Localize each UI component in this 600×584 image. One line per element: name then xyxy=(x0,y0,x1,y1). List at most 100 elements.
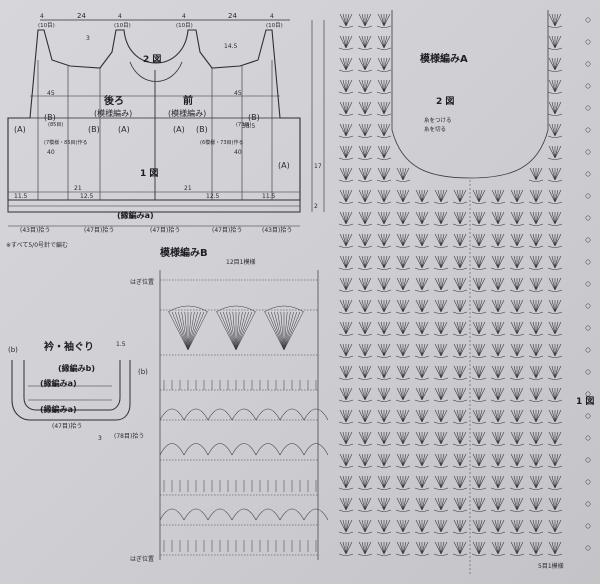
pattern-a-fan-row xyxy=(338,365,563,380)
pattern-a-row-marker xyxy=(585,369,591,375)
collar-edge-b: (縁編みb) xyxy=(58,363,95,373)
section-b-4: (B) xyxy=(248,113,260,122)
pattern-a-fan-row xyxy=(338,123,563,138)
pattern-b-large-fan xyxy=(167,305,209,351)
pick-73: (73目) xyxy=(236,122,251,128)
pattern-b-arch xyxy=(255,443,281,456)
section-b-3: (B) xyxy=(196,125,208,134)
pattern-a-row-marker xyxy=(585,17,591,23)
pattern-a-fan-row xyxy=(338,321,563,336)
garment-schematic: 24 24 4 4 4 4 (10目) (10目) (10目) (10目) xyxy=(6,12,325,249)
pattern-b-end-pos: はぎ位置 xyxy=(130,555,154,563)
dim-45-left: 45 xyxy=(47,90,55,97)
pattern-b-arch xyxy=(207,443,233,456)
pattern-a-fan-row xyxy=(338,211,563,226)
pattern-a-fan-row xyxy=(338,541,563,556)
section-b-1: (B) xyxy=(44,113,56,122)
pattern-a-row-marker xyxy=(585,325,591,331)
make-73: (6模様・73目)作る xyxy=(200,139,243,146)
pattern-a-fan-row xyxy=(338,409,563,424)
collar-armhole-diagram: 衿・袖ぐり (b) (b) 1.5 (縁編みb) (縁編みa) (縁編みa) (… xyxy=(8,340,148,442)
pattern-a-row-marker xyxy=(585,193,591,199)
collar-b-right: (b) xyxy=(138,368,148,376)
pattern-a-row-marker xyxy=(585,149,591,155)
dim-top-4-left: 4 xyxy=(40,13,44,20)
pattern-b-arch xyxy=(159,408,185,421)
stitch-chart-pattern-b: 模様編みB 12目1模様 はぎ位置 はぎ位置 xyxy=(130,246,329,563)
pattern-a-row-marker xyxy=(585,259,591,265)
collar-title: 衿・袖ぐり xyxy=(44,340,94,353)
pattern-b-repeat: 12目1模様 xyxy=(226,258,255,266)
pattern-a-fan-row xyxy=(338,277,563,292)
pattern-a-row-marker xyxy=(585,457,591,463)
pattern-b-arch xyxy=(183,508,209,521)
dim-top-4-mid: 4 xyxy=(118,13,122,20)
pattern-a-repeat: 5目1模様 xyxy=(538,562,564,570)
dim-12-5-left: 12.5 xyxy=(80,193,94,200)
dim-2: 2 xyxy=(314,203,318,210)
pattern-a-fan-row xyxy=(338,497,563,512)
pattern-b-large-fan xyxy=(263,305,305,351)
pattern-a-fan-row xyxy=(338,189,563,204)
pattern-b-large-fan xyxy=(215,305,257,351)
fig1-label: 1 図 xyxy=(140,168,158,179)
pattern-b-arch xyxy=(279,408,305,421)
pattern-b-arch xyxy=(183,443,209,456)
pattern-a-row-marker xyxy=(585,171,591,177)
pattern-a-row-marker xyxy=(585,435,591,441)
pattern-b-arch xyxy=(231,408,257,421)
collar-pick-47: (47目)拾う xyxy=(52,422,82,430)
bottom-pick-47-2: (47目)拾う xyxy=(150,226,180,234)
pattern-a-row-marker xyxy=(585,391,591,397)
pattern-a-fan-row xyxy=(338,233,563,248)
pattern-a-fig1: 1 図 xyxy=(576,396,594,407)
dim-11-5-left: 11.5 xyxy=(14,193,28,200)
pick-85: (85目) xyxy=(48,122,63,128)
pattern-a-row-marker xyxy=(585,83,591,89)
dim-40-right: 40 xyxy=(234,149,242,156)
pattern-a-fan-row xyxy=(338,145,563,160)
dim-3: 3 xyxy=(86,35,90,42)
pattern-b-start-pos: はぎ位置 xyxy=(130,278,154,286)
dim-21-right: 21 xyxy=(184,185,192,192)
bottom-pick-47-3: (47目)拾う xyxy=(212,226,242,234)
section-a-3: (A) xyxy=(173,125,185,134)
pattern-a-fan-row xyxy=(338,519,563,534)
pattern-a-row-marker xyxy=(585,237,591,243)
dim-10-2: (10目) xyxy=(114,22,131,29)
pattern-b-arch xyxy=(303,443,329,456)
pattern-a-stitches xyxy=(338,10,591,575)
pattern-a-fan-row xyxy=(338,101,563,116)
section-a-4: (A) xyxy=(278,161,290,170)
pattern-a-cut: 糸を切る xyxy=(424,125,446,133)
dim-12-5-right: 12.5 xyxy=(206,193,220,200)
collar-dim-1-5: 1.5 xyxy=(116,341,126,348)
pattern-a-row-marker xyxy=(585,479,591,485)
collar-edge-a1: (縁編みa) xyxy=(40,378,77,388)
pattern-b-arch xyxy=(279,443,305,456)
dim-11-5-right: 11.5 xyxy=(262,193,276,200)
stitch-chart-pattern-a: 模様編みA 2 図 糸をつける 糸を切る 1 図 5目1模様 xyxy=(338,10,594,575)
back-pattern-label: (模様編み) xyxy=(94,108,132,118)
pattern-a-fan-row xyxy=(338,255,563,270)
pattern-b-arch xyxy=(231,508,257,521)
pattern-b-arch xyxy=(279,508,305,521)
pattern-a-row-marker xyxy=(585,215,591,221)
bottom-pick-47-1: (47目)拾う xyxy=(84,226,114,234)
pattern-b-title: 模様編みB xyxy=(160,246,208,259)
pattern-a-fan-row xyxy=(338,79,563,94)
pattern-a-fan-row xyxy=(338,167,563,182)
pattern-b-arch xyxy=(159,508,185,521)
pattern-a-fan-row xyxy=(338,453,563,468)
bottom-pick-43-1: (43目)拾う xyxy=(20,226,50,234)
dim-10-4: (10目) xyxy=(266,22,283,29)
pattern-a-fan-row xyxy=(338,431,563,446)
hem-band-label: (縁編みa) xyxy=(117,210,154,220)
pattern-b-arch xyxy=(231,443,257,456)
section-b-2: (B) xyxy=(88,125,100,134)
pattern-a-title: 模様編みA xyxy=(420,52,468,65)
bottom-pick-43-2: (43目)拾う xyxy=(262,226,292,234)
dim-10-1: (10目) xyxy=(38,22,55,29)
pattern-a-row-marker xyxy=(585,127,591,133)
